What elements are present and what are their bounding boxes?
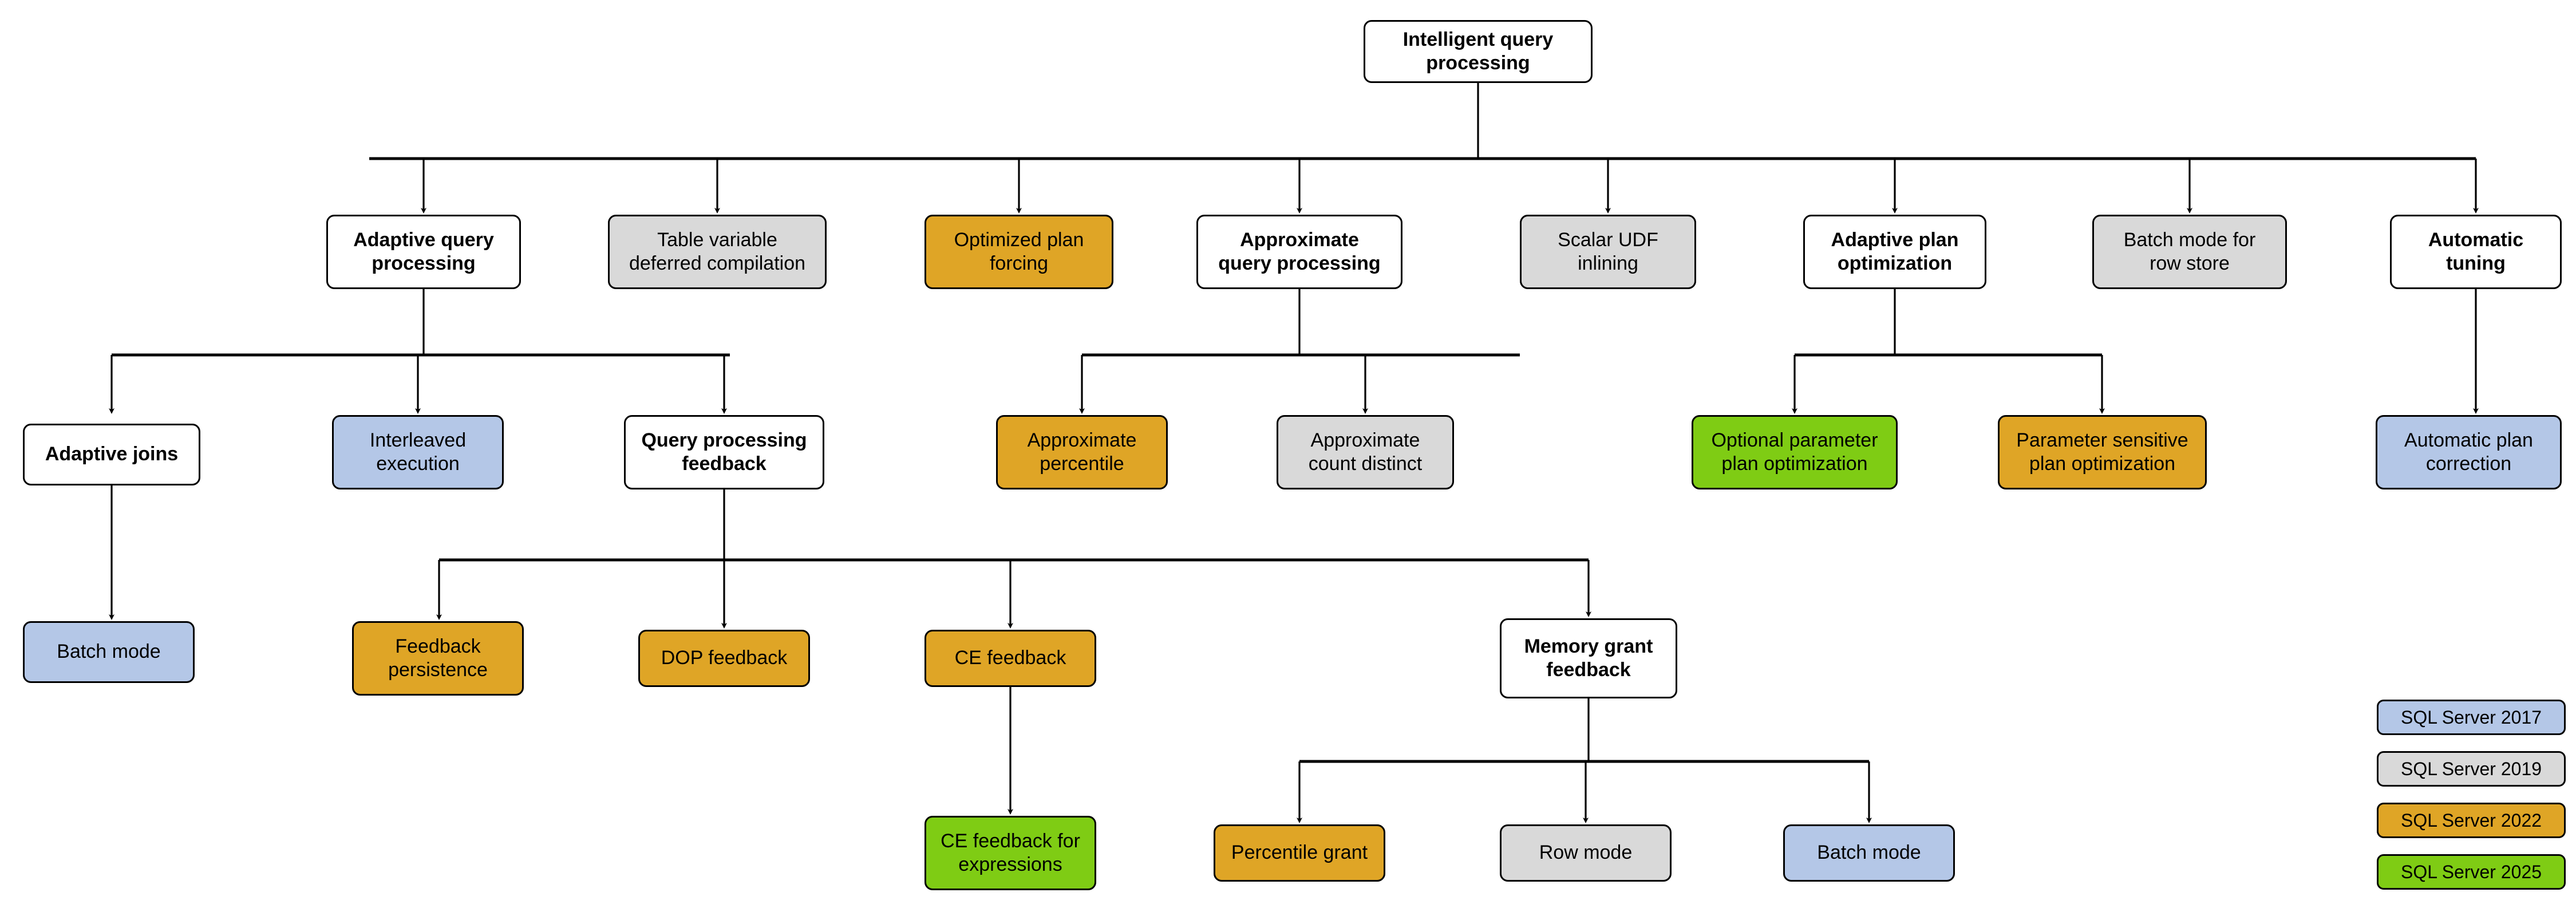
node-apc[interactable]: Automatic plan correction bbox=[2376, 415, 2562, 489]
node-acd[interactable]: Approximate count distinct bbox=[1277, 415, 1454, 489]
node-tvdc[interactable]: Table variable deferred compilation bbox=[608, 215, 827, 289]
node-approxqp[interactable]: Approximate query processing bbox=[1196, 215, 1402, 289]
node-batchmode2[interactable]: Batch mode bbox=[1783, 824, 1955, 882]
node-cefb[interactable]: CE feedback bbox=[924, 630, 1096, 687]
node-mgf[interactable]: Memory grant feedback bbox=[1500, 618, 1677, 698]
node-pspo[interactable]: Parameter sensitive plan optimization bbox=[1998, 415, 2207, 489]
legend-item-sql-server-2019: SQL Server 2019 bbox=[2377, 751, 2566, 787]
node-rowmode[interactable]: Row mode bbox=[1500, 824, 1672, 882]
node-interleaved[interactable]: Interleaved execution bbox=[332, 415, 504, 489]
node-pctgrant[interactable]: Percentile grant bbox=[1214, 824, 1385, 882]
node-opf[interactable]: Optimized plan forcing bbox=[924, 215, 1113, 289]
node-apo[interactable]: Adaptive plan optimization bbox=[1803, 215, 1986, 289]
legend-item-sql-server-2017: SQL Server 2017 bbox=[2377, 700, 2566, 735]
node-udf[interactable]: Scalar UDF inlining bbox=[1520, 215, 1696, 289]
legend-item-sql-server-2022: SQL Server 2022 bbox=[2377, 803, 2566, 838]
node-cefbexpr[interactable]: CE feedback for expressions bbox=[924, 816, 1096, 890]
node-autotune[interactable]: Automatic tuning bbox=[2390, 215, 2562, 289]
node-qpf[interactable]: Query processing feedback bbox=[624, 415, 824, 489]
legend-item-sql-server-2025: SQL Server 2025 bbox=[2377, 854, 2566, 890]
node-oppo[interactable]: Optional parameter plan optimization bbox=[1692, 415, 1898, 489]
node-fbpers[interactable]: Feedback persistence bbox=[352, 621, 524, 696]
node-batchmode1[interactable]: Batch mode bbox=[23, 621, 195, 683]
node-bmrs[interactable]: Batch mode for row store bbox=[2092, 215, 2287, 289]
node-apct[interactable]: Approximate percentile bbox=[996, 415, 1168, 489]
node-dopfb[interactable]: DOP feedback bbox=[638, 630, 810, 687]
node-root[interactable]: Intelligent query processing bbox=[1364, 20, 1593, 83]
node-aqp[interactable]: Adaptive query processing bbox=[326, 215, 521, 289]
node-adaptjoins[interactable]: Adaptive joins bbox=[23, 424, 200, 485]
